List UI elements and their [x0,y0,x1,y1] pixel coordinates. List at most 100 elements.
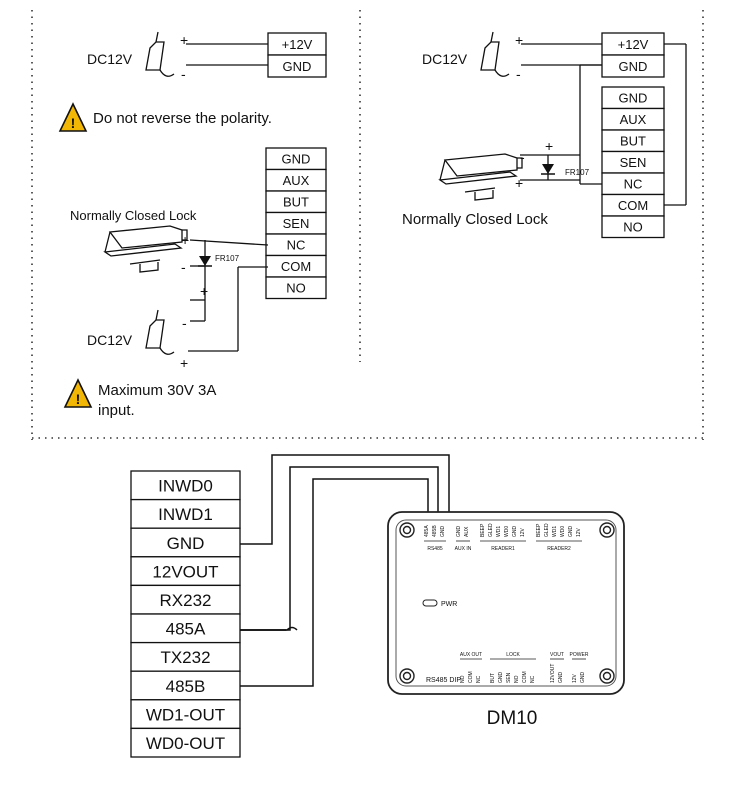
dip-label: RS485 DIP [426,677,461,684]
lock-plus-right: + [545,138,553,154]
top-pin-label: BEEP [480,523,486,537]
lock-terminal-right-aux: AUX [620,112,647,127]
plus-sign-right: + [515,32,523,48]
bottom-pin-label: COM [522,671,528,683]
bottom-group-label: VOUT [550,652,564,658]
reader-terminal-block: INWD0INWD1GND12VOUTRX232485ATX232485BWD1… [130,470,241,758]
svg-text:!: ! [76,391,81,407]
reader-terminal-cell [130,556,241,587]
warning-icon: ! [58,102,88,132]
reader-terminal-cell [130,727,241,758]
lock-terminal-sen: SEN [283,216,310,231]
reader-terminal-inwd0: INWD0 [158,477,213,496]
lock-terminal-com: COM [281,259,311,274]
top-group-label: READER2 [547,546,571,552]
bottom-group-label: LOCK [506,652,520,658]
diode-plus: + [200,283,208,299]
bottom-pin-label: COM [468,671,474,683]
diode-label-right: FR107 [565,168,590,177]
warning-icon-2: ! [63,378,93,408]
top-pin-label: GND [512,526,518,538]
top-group-label: READER1 [491,546,515,552]
panel-top-left: DC12V + - +12V GND ! Do not reverse the … [58,31,327,419]
bottom-pin-label: GND [498,672,504,684]
top-pin-label: GLED [544,523,550,537]
power-adapter-icon [145,31,175,77]
reader-terminal-inwd1: INWD1 [158,505,213,524]
reader-terminal-tx232: TX232 [160,648,210,667]
supply-label: DC12V [87,51,133,67]
lock-terminal-but: BUT [283,194,309,209]
panel-separators [31,10,704,440]
bottom-section: INWD0INWD1GND12VOUTRX232485ATX232485BWD1… [130,454,625,758]
bottom-wiring [240,454,450,687]
minus-sign-right: - [516,66,521,82]
lock-minus: - [181,259,186,275]
bottom-pin-label: GND [580,672,586,684]
diode-label: FR107 [215,254,240,263]
top-pin-label: GLED [488,523,494,537]
top-pin-label: 485A [424,525,430,537]
svg-text:!: ! [71,115,76,131]
lock-plus-right-2: + [515,175,523,191]
power-adapter-icon-3 [480,31,510,77]
reader-terminal-wd0out: WD0-OUT [146,734,225,753]
device-name: DM10 [487,708,538,729]
bottom-pin-label: SEN [506,672,512,683]
bottom-pin-label: NO [460,675,466,683]
lock-label-right: Normally Closed Lock [402,211,548,228]
lock-terminal-nc: NC [287,237,306,252]
lock-terminal-gnd: GND [282,151,311,166]
bottom-pin-label: GND [558,672,564,684]
bottom-pin-label: NC [530,675,536,683]
bottom-pin-label: BUT [490,673,496,683]
diode-icon [198,256,212,267]
lock-minus-right: - [520,149,525,165]
reader-terminal-gnd: GND [167,534,205,553]
reader-terminal-cell [130,699,241,730]
top-pin-label: GND [456,526,462,538]
lock-plus: + [181,232,189,248]
reader-terminal-cell [130,670,241,701]
minus-sign: - [181,66,186,82]
lock-terminal-right-nc: NC [624,176,643,191]
bottom-pin-label: NO [514,675,520,683]
supply2-plus: + [180,355,188,371]
top-pin-label: 485B [432,525,438,537]
reader-terminal-cell [130,641,241,672]
top-pin-label: GND [568,526,574,538]
plus-sign: + [180,32,188,48]
lock-wiring [188,239,269,352]
top-pin-label: GND [440,526,446,538]
lock-terminal-right-gnd: GND [619,90,648,105]
max-input-warning-line1: Maximum 30V 3A [98,382,216,399]
lock-terminal-cell [265,276,327,300]
reader-terminal-cell [130,470,241,501]
power-adapter-icon-2 [145,309,175,355]
top-pin-label: 12V [576,527,582,537]
lock-terminal-right-sen: SEN [620,155,647,170]
top-group-label: AUX IN [455,546,472,552]
max-input-warning-line2: input. [98,402,135,419]
supply2-label: DC12V [87,332,133,348]
reader-terminal-485b: 485B [166,677,206,696]
polarity-warning: Do not reverse the polarity. [93,110,272,127]
bottom-pin-label: 12VOUT [550,664,556,683]
lock-icon-right [438,153,523,201]
supply2-minus: - [182,315,187,331]
reader-terminal-rx232: RX232 [160,591,212,610]
top-group-label: RS485 [427,546,443,552]
bottom-pin-label: 12V [572,673,578,683]
top-pin-label: AUX [464,526,470,537]
reader-terminal-wd1out: WD1-OUT [146,705,225,724]
top-pin-label: 12V [520,527,526,537]
mount-hole-icon [399,522,615,684]
lock-icon [103,225,188,273]
lock-terminal-no: NO [286,280,306,295]
